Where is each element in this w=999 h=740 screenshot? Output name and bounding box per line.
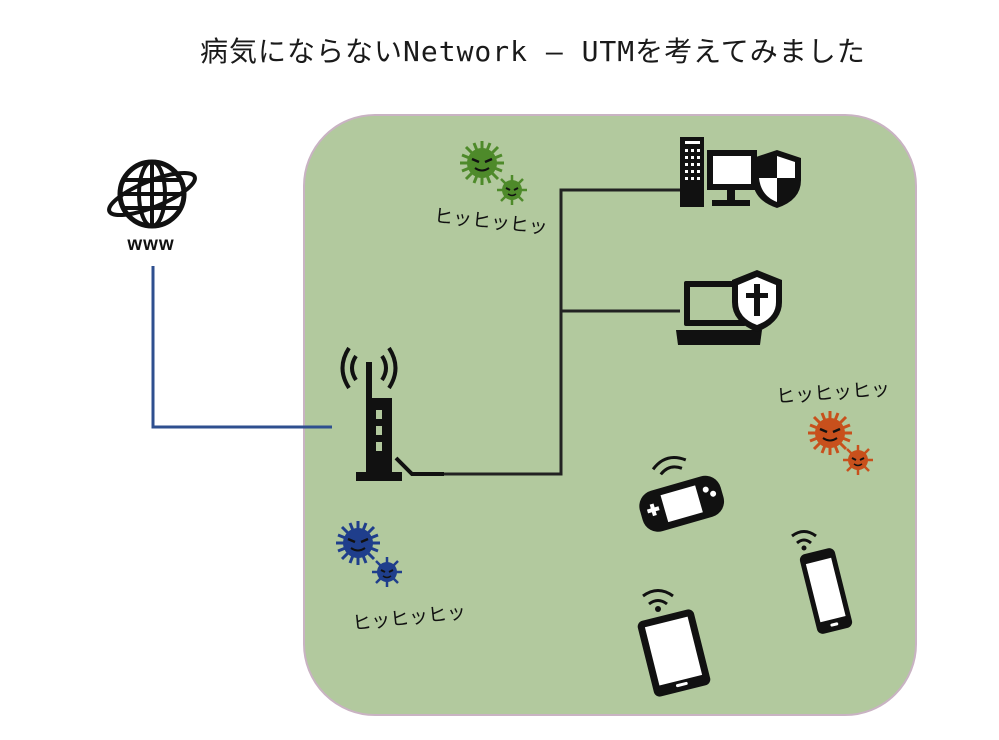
- lan-cabling: [444, 188, 680, 476]
- virus-green-icon: [460, 141, 527, 205]
- page-title: 病気にならないNetwork – UTMを考えてみました: [200, 35, 866, 68]
- virus-orange-icon: [808, 411, 873, 475]
- desktop-pc-icon: [680, 137, 757, 207]
- virus-blue-icon: [336, 521, 402, 587]
- globe-icon: [107, 159, 197, 229]
- smartphone-icon: [791, 530, 853, 634]
- uplink-line: [151, 266, 332, 429]
- security-shield-icon: [753, 150, 801, 208]
- laptop-icon: [676, 281, 762, 345]
- antivirus-shield-icon: [732, 270, 782, 332]
- internet-label: www: [127, 234, 175, 255]
- game-console-icon: [639, 456, 725, 532]
- tablet-icon: [637, 589, 711, 697]
- router-icon: [340, 346, 444, 481]
